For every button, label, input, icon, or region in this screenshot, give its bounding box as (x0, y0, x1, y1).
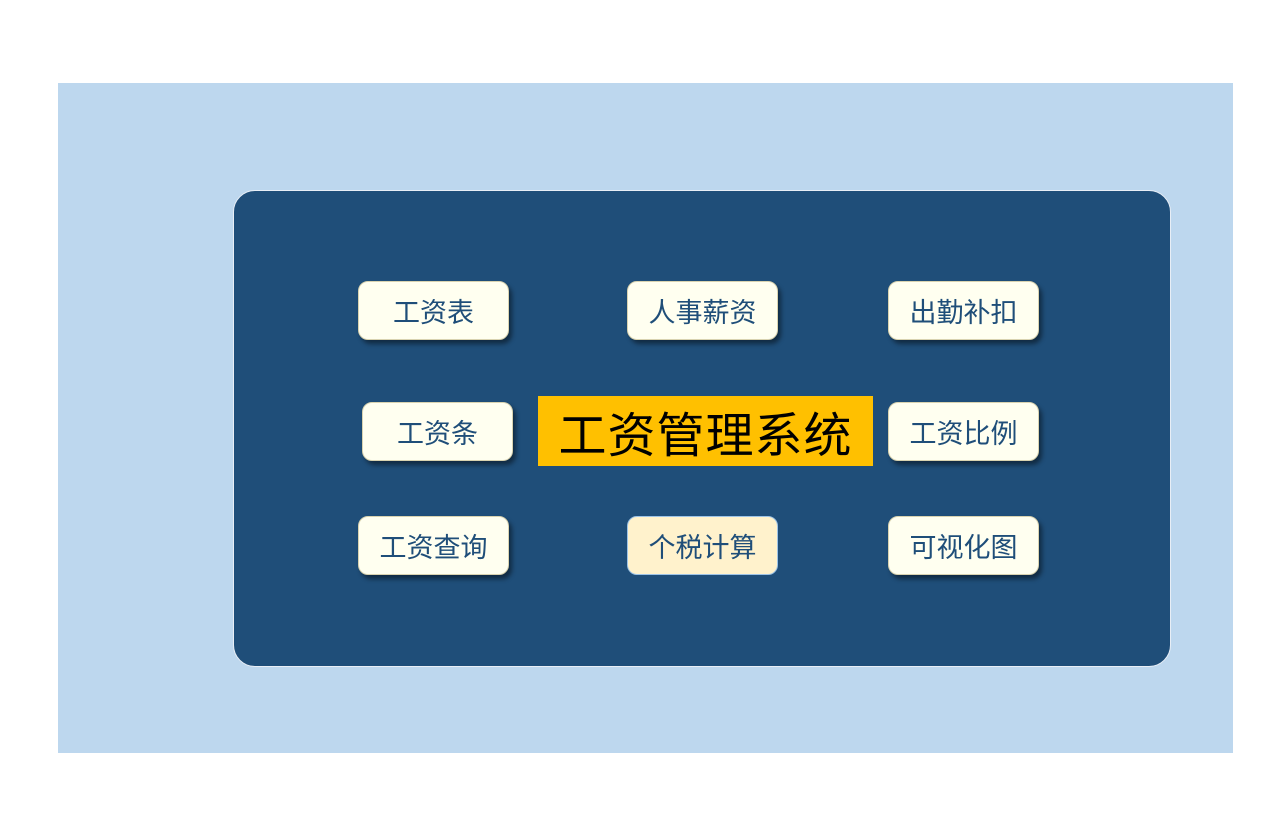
salary-ratio-button[interactable]: 工资比例 (888, 402, 1039, 461)
hr-salary-button[interactable]: 人事薪资 (627, 281, 778, 340)
payslip-button[interactable]: 工资条 (362, 402, 513, 461)
salary-table-button[interactable]: 工资表 (358, 281, 509, 340)
attendance-deduction-button[interactable]: 出勤补扣 (888, 281, 1039, 340)
visualization-button[interactable]: 可视化图 (888, 516, 1039, 575)
income-tax-button[interactable]: 个税计算 (627, 516, 778, 575)
system-title: 工资管理系统 (538, 396, 873, 466)
salary-query-button[interactable]: 工资查询 (358, 516, 509, 575)
